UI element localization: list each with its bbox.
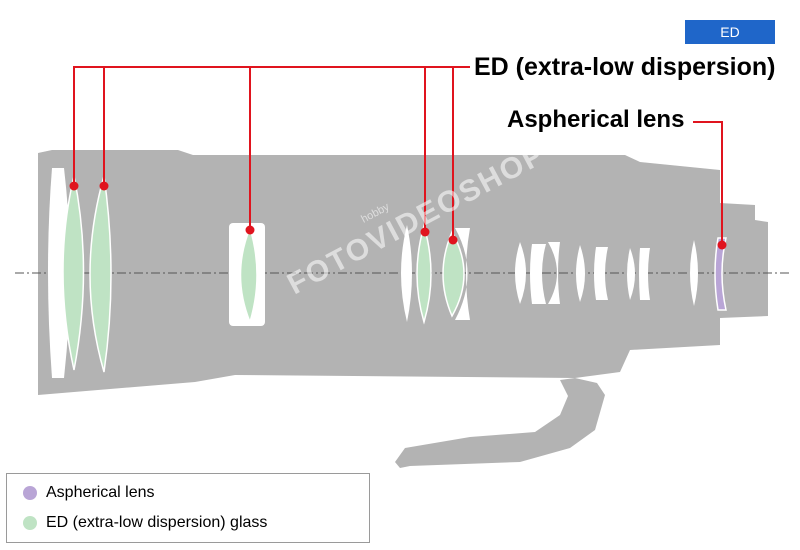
lens-element: [455, 228, 470, 320]
legend-item-aspherical: Aspherical lens: [23, 484, 155, 502]
ed-glass-swatch-icon: [23, 516, 37, 530]
lens-element: [530, 244, 546, 304]
ed-element-3: [239, 225, 258, 325]
lens-element: [627, 248, 635, 300]
lens-element: [401, 225, 412, 322]
ed-callout-lines: [73, 66, 723, 245]
lens-element: [690, 240, 698, 306]
ed-element-2: [89, 175, 112, 373]
aspherical-callout-label: Aspherical lens: [507, 106, 685, 133]
ed-badge: ED: [685, 20, 775, 44]
legend-item-ed-glass: ED (extra-low dispersion) glass: [23, 514, 267, 532]
aspherical-element: [714, 237, 727, 311]
legend-label: ED (extra-low dispersion) glass: [46, 514, 268, 531]
lens-element: [576, 245, 585, 302]
lens-element: [548, 242, 560, 304]
legend-label: Aspherical lens: [46, 484, 155, 501]
legend: Aspherical lens ED (extra-low dispersion…: [6, 473, 370, 543]
ed-callout-label: ED (extra-low dispersion): [474, 53, 776, 81]
callout-dots: [69, 181, 727, 250]
ed-element-1: [62, 175, 85, 371]
lens-barrel: [38, 150, 768, 468]
lens-element: [594, 247, 608, 300]
ed-element-4: [416, 223, 432, 325]
lens-element: [515, 242, 526, 304]
ed-element-5: [442, 230, 465, 318]
front-lens-element: [48, 168, 70, 378]
lens-element: [639, 248, 650, 300]
aspherical-swatch-icon: [23, 486, 37, 500]
